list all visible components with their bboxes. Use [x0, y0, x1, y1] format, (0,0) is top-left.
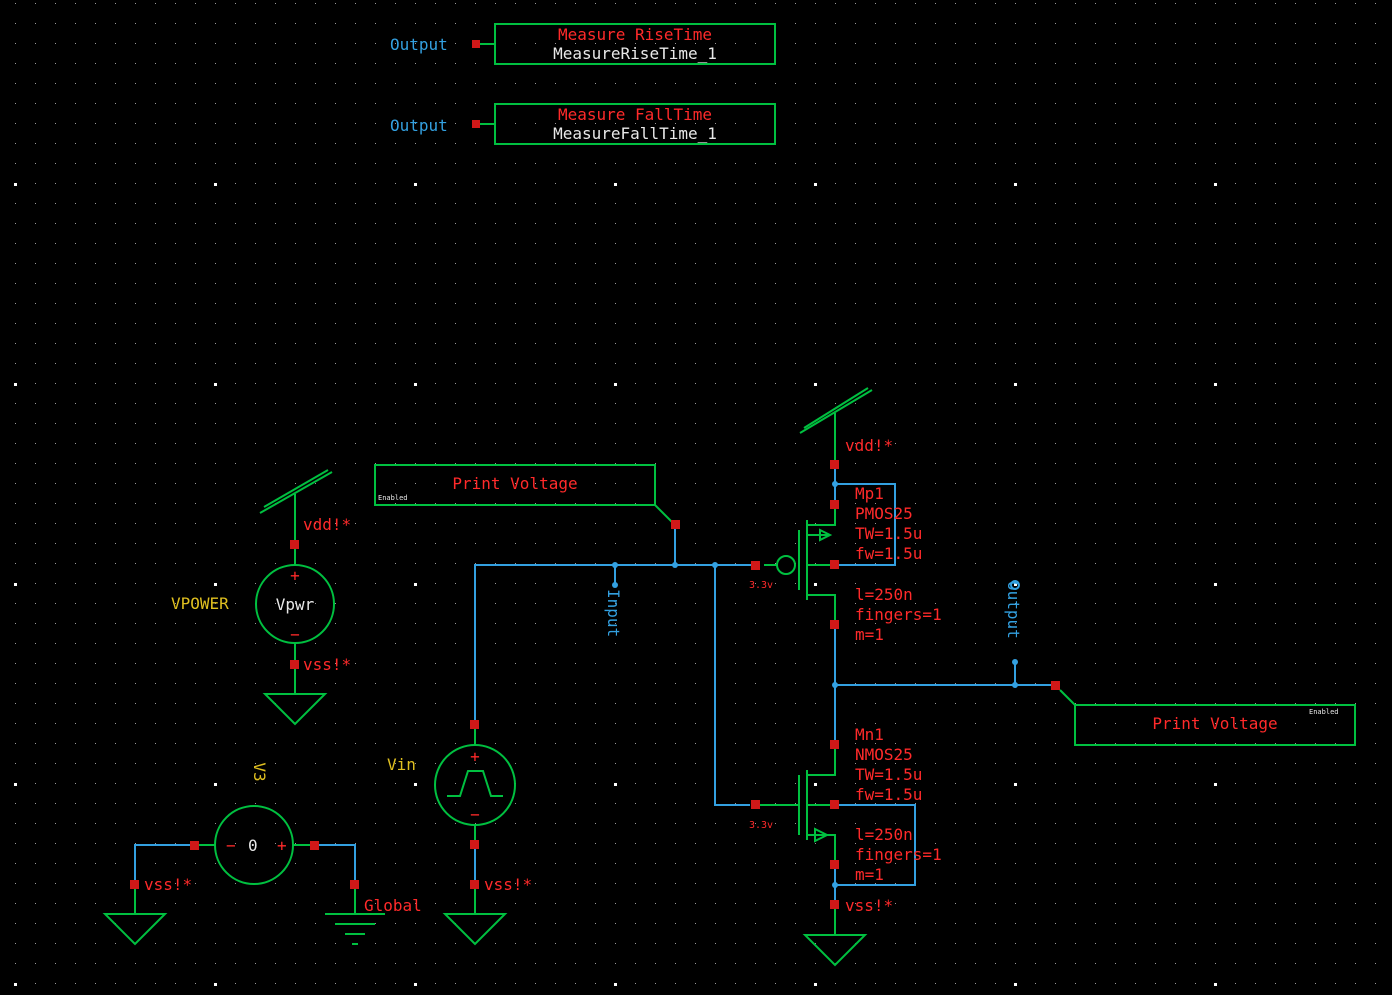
v3-name: V3 [250, 762, 269, 781]
pin[interactable] [830, 560, 839, 569]
pmos-top-net: vdd!* [845, 436, 893, 455]
pin[interactable] [470, 840, 479, 849]
v3-left-net: vss!* [144, 875, 192, 894]
nmos-bottom-net: vss!* [845, 896, 893, 915]
pin[interactable] [830, 500, 839, 509]
pmos-m: m=1 [855, 625, 884, 644]
measure-fall-instance: MeasureFallTime_1 [553, 124, 717, 143]
measure-rise-box[interactable] [494, 23, 776, 65]
measure-rise-net-label: Output [390, 35, 448, 54]
pin[interactable] [751, 800, 760, 809]
enabled-badge: Enabled [1309, 708, 1339, 716]
nmos-name: Mn1 [855, 725, 884, 744]
vpower-minus: − [290, 625, 300, 644]
v3-value: 0 [248, 836, 258, 855]
pmos-model: PMOS25 [855, 504, 913, 523]
print-voltage-input[interactable]: Print Voltage Enabled [374, 464, 680, 568]
vpower-name: VPOWER [171, 594, 229, 613]
print-voltage-label: Print Voltage [452, 474, 577, 493]
pmos-tw: TW=1.5u [855, 524, 922, 543]
gate-wire [714, 565, 750, 806]
v3-plus: + [277, 836, 287, 855]
vpower-bottom-net: vss!* [303, 655, 351, 674]
ground-icon [802, 934, 868, 967]
pmos-fw: fw=1.5u [855, 544, 922, 563]
nmos-model: NMOS25 [855, 745, 913, 764]
measure-fall-title: Measure FallTime [558, 105, 712, 124]
print-voltage-box[interactable] [1074, 704, 1356, 746]
ground-icon [102, 913, 168, 946]
vpower-top-net: vdd!* [303, 515, 351, 534]
pmos-transistor[interactable]: vdd!* 3.3v Mp1 PMOS25 TW=1.5u fw=1.5u l=… [749, 387, 942, 644]
print-voltage-box[interactable] [374, 464, 656, 506]
enabled-badge: Enabled [378, 494, 408, 502]
pmos-name: Mp1 [855, 484, 884, 503]
pin[interactable] [830, 740, 839, 749]
vpower-plus: + [290, 566, 300, 585]
pin[interactable] [830, 900, 839, 909]
measure-fall-net-label: Output [390, 116, 448, 135]
pin[interactable] [470, 720, 479, 729]
nmos-m: m=1 [855, 865, 884, 884]
pin[interactable] [350, 880, 359, 889]
pin[interactable] [290, 540, 299, 549]
pin[interactable] [472, 120, 480, 128]
ground-icon [262, 693, 328, 726]
v3-minus: − [226, 836, 236, 855]
measure-fall-box[interactable] [494, 103, 776, 145]
measure-fall-time-block[interactable]: Output Measure FallTime MeasureFallTime_… [390, 103, 776, 145]
pin[interactable] [830, 860, 839, 869]
pin[interactable] [310, 841, 319, 850]
pulse-waveform-icon [447, 770, 503, 797]
print-voltage-output[interactable]: Print Voltage Enabled [1059, 689, 1356, 746]
vin-plus: + [470, 747, 480, 766]
ground-icon [442, 913, 508, 946]
print-voltage-label: Print Voltage [1152, 714, 1277, 733]
vin-minus: − [470, 805, 480, 824]
vpower-value: Vpwr [276, 595, 315, 614]
vin-source[interactable]: + − Vin vss!* [387, 564, 755, 946]
nmos-bulk-label: 3.3v [749, 820, 773, 831]
vpower-source[interactable]: vdd!* + Vpwr − VPOWER vss!* [171, 469, 351, 726]
pin[interactable] [472, 40, 480, 48]
measure-rise-title: Measure RiseTime [558, 25, 712, 44]
pmos-l: l=250n [855, 585, 913, 604]
measure-rise-instance: MeasureRiseTime_1 [553, 44, 717, 63]
v3-right-net: Global [364, 896, 422, 915]
measure-rise-time-block[interactable]: Output Measure RiseTime MeasureRiseTime_… [390, 23, 776, 65]
pin[interactable] [671, 520, 680, 529]
output-net-label: Output [1004, 581, 1023, 639]
pin[interactable] [470, 880, 479, 889]
pin[interactable] [751, 561, 760, 570]
pin[interactable] [130, 880, 139, 889]
pin[interactable] [830, 460, 839, 469]
pin[interactable] [190, 841, 199, 850]
output-net[interactable]: Output [832, 580, 1060, 740]
pmos-fingers: fingers=1 [855, 605, 942, 624]
nmos-l: l=250n [855, 825, 913, 844]
vin-name: Vin [387, 755, 416, 774]
input-net[interactable]: Input [604, 562, 623, 637]
pin[interactable] [830, 620, 839, 629]
nmos-tw: TW=1.5u [855, 765, 922, 784]
output-pin-icon [1010, 580, 1020, 590]
v3-source[interactable]: V3 − 0 + vss!* Global [102, 762, 422, 946]
nmos-fw: fw=1.5u [855, 785, 922, 804]
input-net-label: Input [604, 589, 623, 637]
nmos-transistor[interactable]: 3.3v vss!* Mn1 NMOS25 TW=1.5u fw=1.5u l=… [749, 725, 942, 967]
pin[interactable] [830, 800, 839, 809]
vin-bottom-net: vss!* [484, 875, 532, 894]
nmos-fingers: fingers=1 [855, 845, 942, 864]
pin[interactable] [1051, 681, 1060, 690]
pmos-bulk-label: 3.3v [749, 580, 773, 591]
pin[interactable] [290, 660, 299, 669]
